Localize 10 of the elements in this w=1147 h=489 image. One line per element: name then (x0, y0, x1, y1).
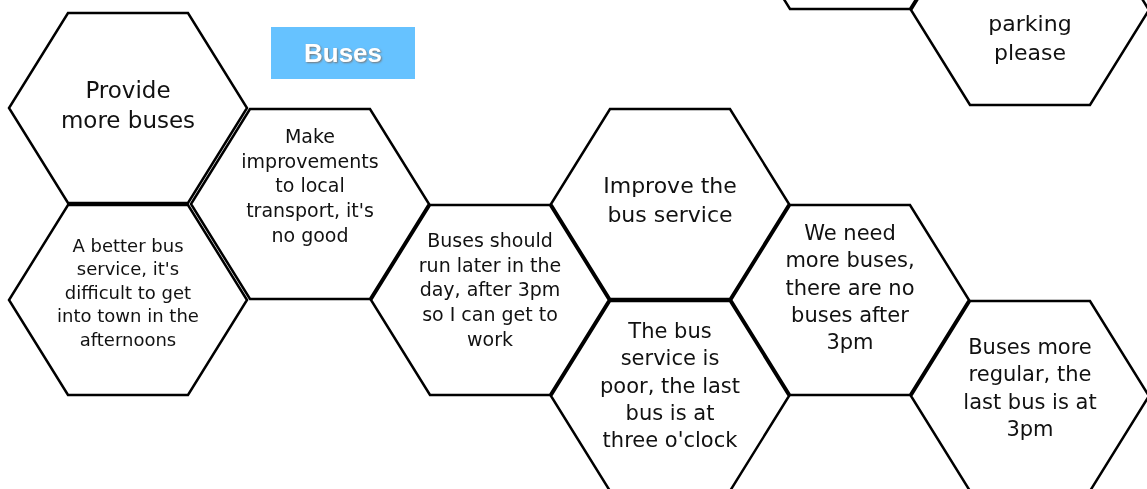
tile-text: Provide more buses (59, 76, 197, 135)
tile-text: The bus service is poor, the last bus is at three o'clock (599, 318, 741, 455)
tile-text: Improve the bus service (602, 172, 738, 229)
tile-text: Buses should run later in the day, after 3pm so I can get to work (417, 228, 563, 352)
tile-text: Buses more regular, the last bus is at 3pm (962, 334, 1098, 443)
tile-text: parking please (987, 10, 1073, 67)
tile-text: We need more buses, there are no buses after 3pm (784, 220, 916, 357)
tile-text: Make improvements to local transport, it's no good (240, 124, 380, 248)
tile-text: A better bus service, it's difficult to get into town in the afternoons (56, 234, 200, 351)
heading-label: Buses (271, 27, 415, 79)
